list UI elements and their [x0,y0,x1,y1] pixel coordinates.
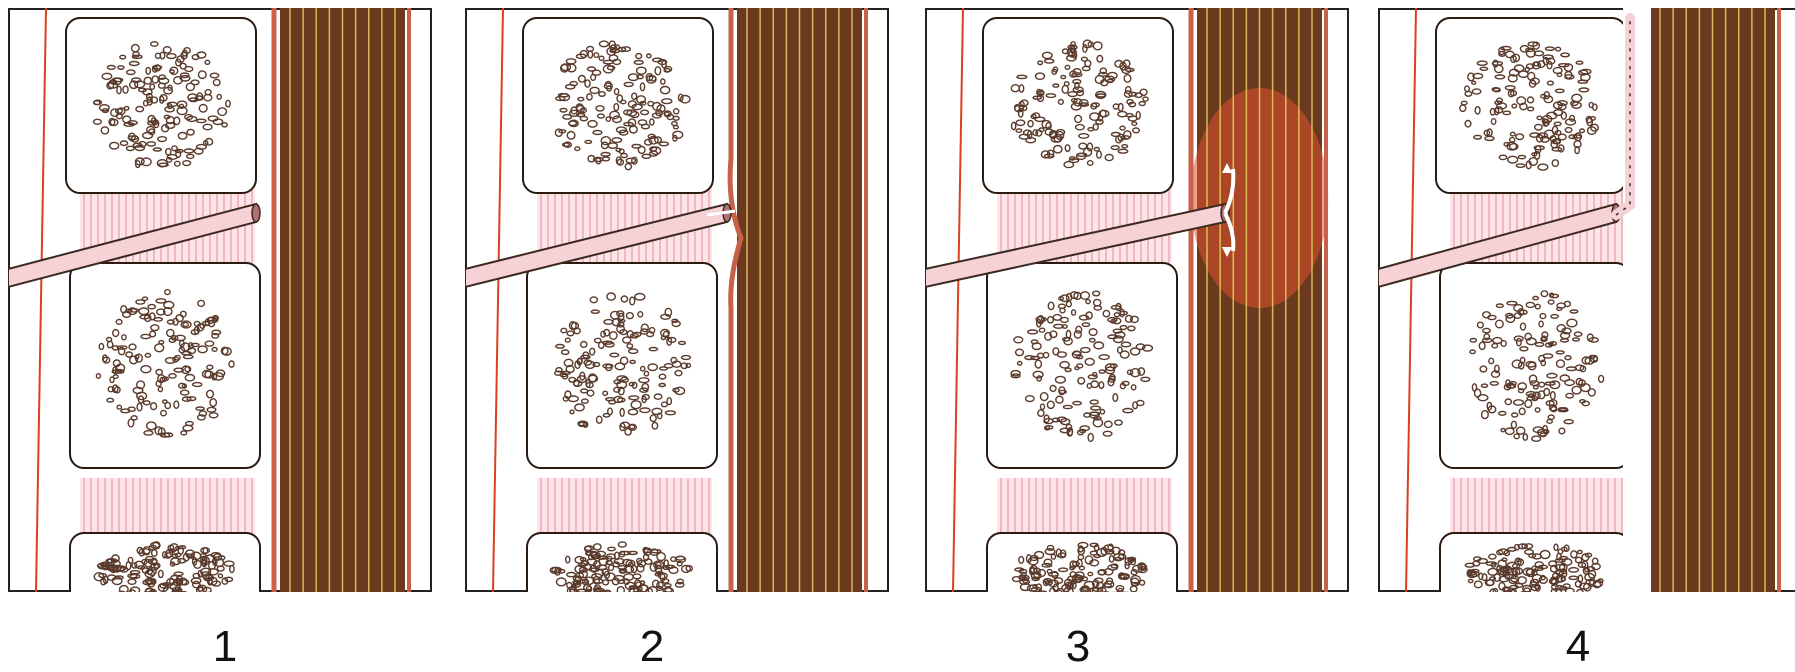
panel-scene [1378,8,1795,592]
panel-2 [465,8,889,592]
panel-1 [8,8,432,592]
panel-4-illustration [1378,8,1795,592]
panel-4-label: 4 [1538,622,1618,672]
vertebral-body [1440,533,1630,592]
needle-tip [252,204,260,222]
panel-4 [1378,8,1795,592]
spinal-cord [730,8,866,592]
panel-scene [925,8,1348,592]
panel-3-illustration [925,8,1349,592]
panel-2-illustration [465,8,889,592]
spinal-cord [1644,8,1779,592]
panel-3 [925,8,1349,592]
vertebral-body [527,263,717,468]
panel-scene [465,8,888,592]
spinal-cord [1191,8,1329,592]
panel-1-illustration [8,8,432,592]
panel-1-label: 1 [185,622,265,672]
panel-2-label: 2 [612,622,692,672]
panel-scene [8,8,431,592]
spinal-cord [274,8,409,592]
panel-3-label: 3 [1038,622,1118,672]
